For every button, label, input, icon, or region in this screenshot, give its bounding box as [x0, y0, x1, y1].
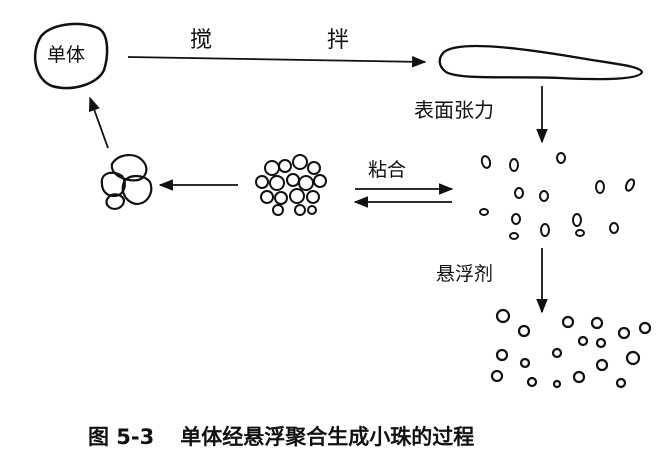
monomer-label: 单体: [47, 44, 86, 66]
stirring-label: 搅 拌: [190, 28, 403, 53]
coalesced-mass: [100, 154, 153, 210]
stirring-arrow: [127, 56, 427, 68]
droplets-cluster: [479, 152, 636, 240]
caption-text: 单体经悬浮聚合生成小珠的过程: [180, 425, 475, 449]
adhesion-label: 粘合: [368, 159, 407, 181]
figure-number: 图 5-3: [88, 425, 155, 449]
agglomerate-cluster: [255, 154, 327, 216]
surface-tension-label: 表面张力: [414, 98, 494, 122]
stretched-droplet: [438, 44, 644, 81]
return-arrow: [88, 96, 109, 149]
beads-cluster: [490, 308, 652, 389]
monomer-blob: [33, 22, 109, 90]
suspending-agent-label: 悬浮剂: [436, 263, 494, 285]
figure-caption: 图 5-3 单体经悬浮聚合生成小珠的过程: [88, 421, 474, 451]
